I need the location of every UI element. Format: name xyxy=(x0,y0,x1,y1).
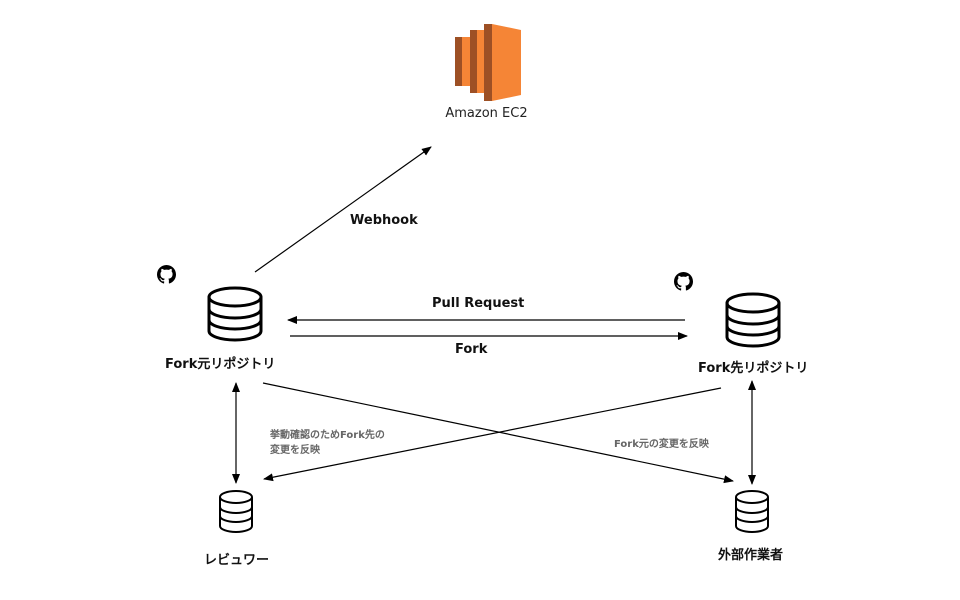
contributor-note: Fork元の変更を反映 xyxy=(614,439,709,450)
aws-ec2-icon xyxy=(455,24,521,101)
database-icon xyxy=(219,490,253,533)
reviewer-note: 挙動確認のためFork先の 変更を反映 xyxy=(270,428,385,458)
fork-label: Fork xyxy=(455,342,488,357)
reviewer-note-line2: 変更を反映 xyxy=(270,445,320,456)
upstream-repo-label: Fork元リポジトリ xyxy=(165,357,276,372)
fork-repo-label: Fork先リポジトリ xyxy=(698,361,809,376)
github-icon xyxy=(674,272,693,291)
pull-request-label: Pull Request xyxy=(432,296,525,311)
webhook-label: Webhook xyxy=(350,213,418,228)
webhook-arrow xyxy=(254,146,432,273)
contributor-label: 外部作業者 xyxy=(718,548,784,563)
database-icon xyxy=(207,286,263,342)
database-icon xyxy=(735,490,769,533)
reviewer-note-line1: 挙動確認のためFork先の xyxy=(270,430,385,441)
database-icon xyxy=(725,292,781,348)
github-icon xyxy=(157,265,176,284)
upstream-to-contributor-arrow xyxy=(262,382,734,484)
reviewer-label: レビュワー xyxy=(204,553,270,568)
ec2-label: Amazon EC2 xyxy=(445,106,528,121)
fork-to-reviewer-arrow xyxy=(263,387,722,482)
